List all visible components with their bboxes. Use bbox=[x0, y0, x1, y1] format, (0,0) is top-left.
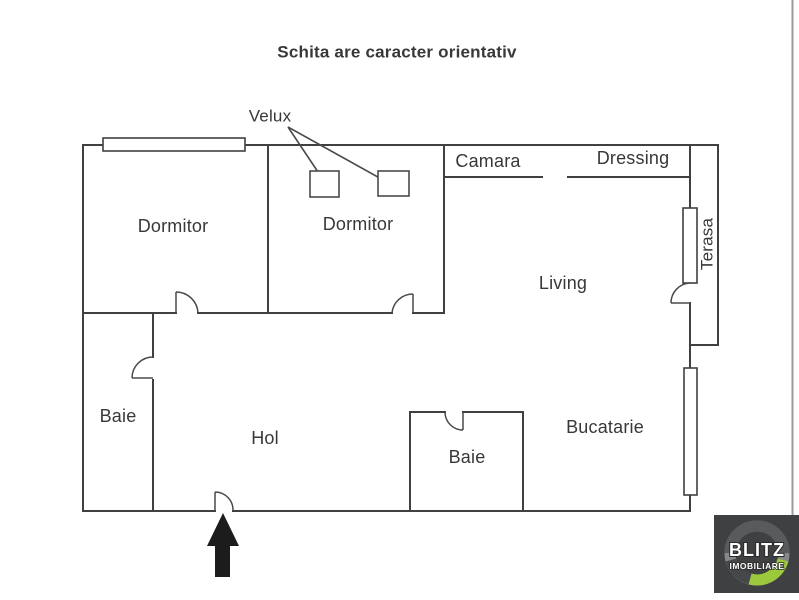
logo-ring-dark-segment bbox=[725, 558, 752, 585]
logo-ring-top-shade bbox=[724, 520, 790, 554]
door-baie-left bbox=[131, 356, 154, 379]
door-baie-mid bbox=[444, 411, 464, 431]
velux-skylights bbox=[287, 126, 410, 198]
velux-window-2 bbox=[377, 170, 410, 197]
room-label-bucatarie: Bucatarie bbox=[566, 417, 644, 437]
door-entrance bbox=[214, 491, 234, 512]
window-bucatarie bbox=[683, 367, 698, 496]
door-dormitor2 bbox=[391, 293, 414, 314]
window-living-terasa bbox=[682, 207, 698, 284]
window-dormitor1 bbox=[102, 137, 246, 152]
plan-disclaimer-title: Schita are caracter orientativ bbox=[277, 42, 517, 62]
room-label-terasa: Terasa bbox=[697, 217, 717, 271]
windows bbox=[102, 137, 698, 496]
entrance-arrow bbox=[207, 513, 239, 577]
velux-window-1 bbox=[309, 170, 340, 198]
walls bbox=[82, 144, 719, 512]
doors bbox=[131, 282, 691, 512]
room-label-baie-left: Baie bbox=[99, 406, 137, 426]
velux-pointer-line bbox=[287, 126, 395, 187]
door-dormitor1 bbox=[175, 291, 199, 314]
room-label-baie-mid: Baie bbox=[448, 447, 486, 467]
room-label-dormitor2: Dormitor bbox=[322, 214, 394, 234]
logo-name: BLITZ bbox=[729, 540, 785, 560]
velux-label: Velux bbox=[248, 106, 292, 126]
room-label-camara: Camara bbox=[455, 151, 521, 171]
door-living-terasa bbox=[670, 282, 691, 304]
logo-ring-green-segment bbox=[748, 558, 789, 586]
room-label-dressing: Dressing bbox=[596, 148, 670, 168]
logo-subtitle: IMOBILIARE bbox=[729, 561, 784, 571]
agency-logo: BLITZ IMOBILIARE bbox=[714, 515, 799, 593]
room-label-living: Living bbox=[538, 273, 588, 293]
room-label-hol: Hol bbox=[251, 428, 279, 448]
room-label-dormitor1: Dormitor bbox=[137, 216, 209, 236]
